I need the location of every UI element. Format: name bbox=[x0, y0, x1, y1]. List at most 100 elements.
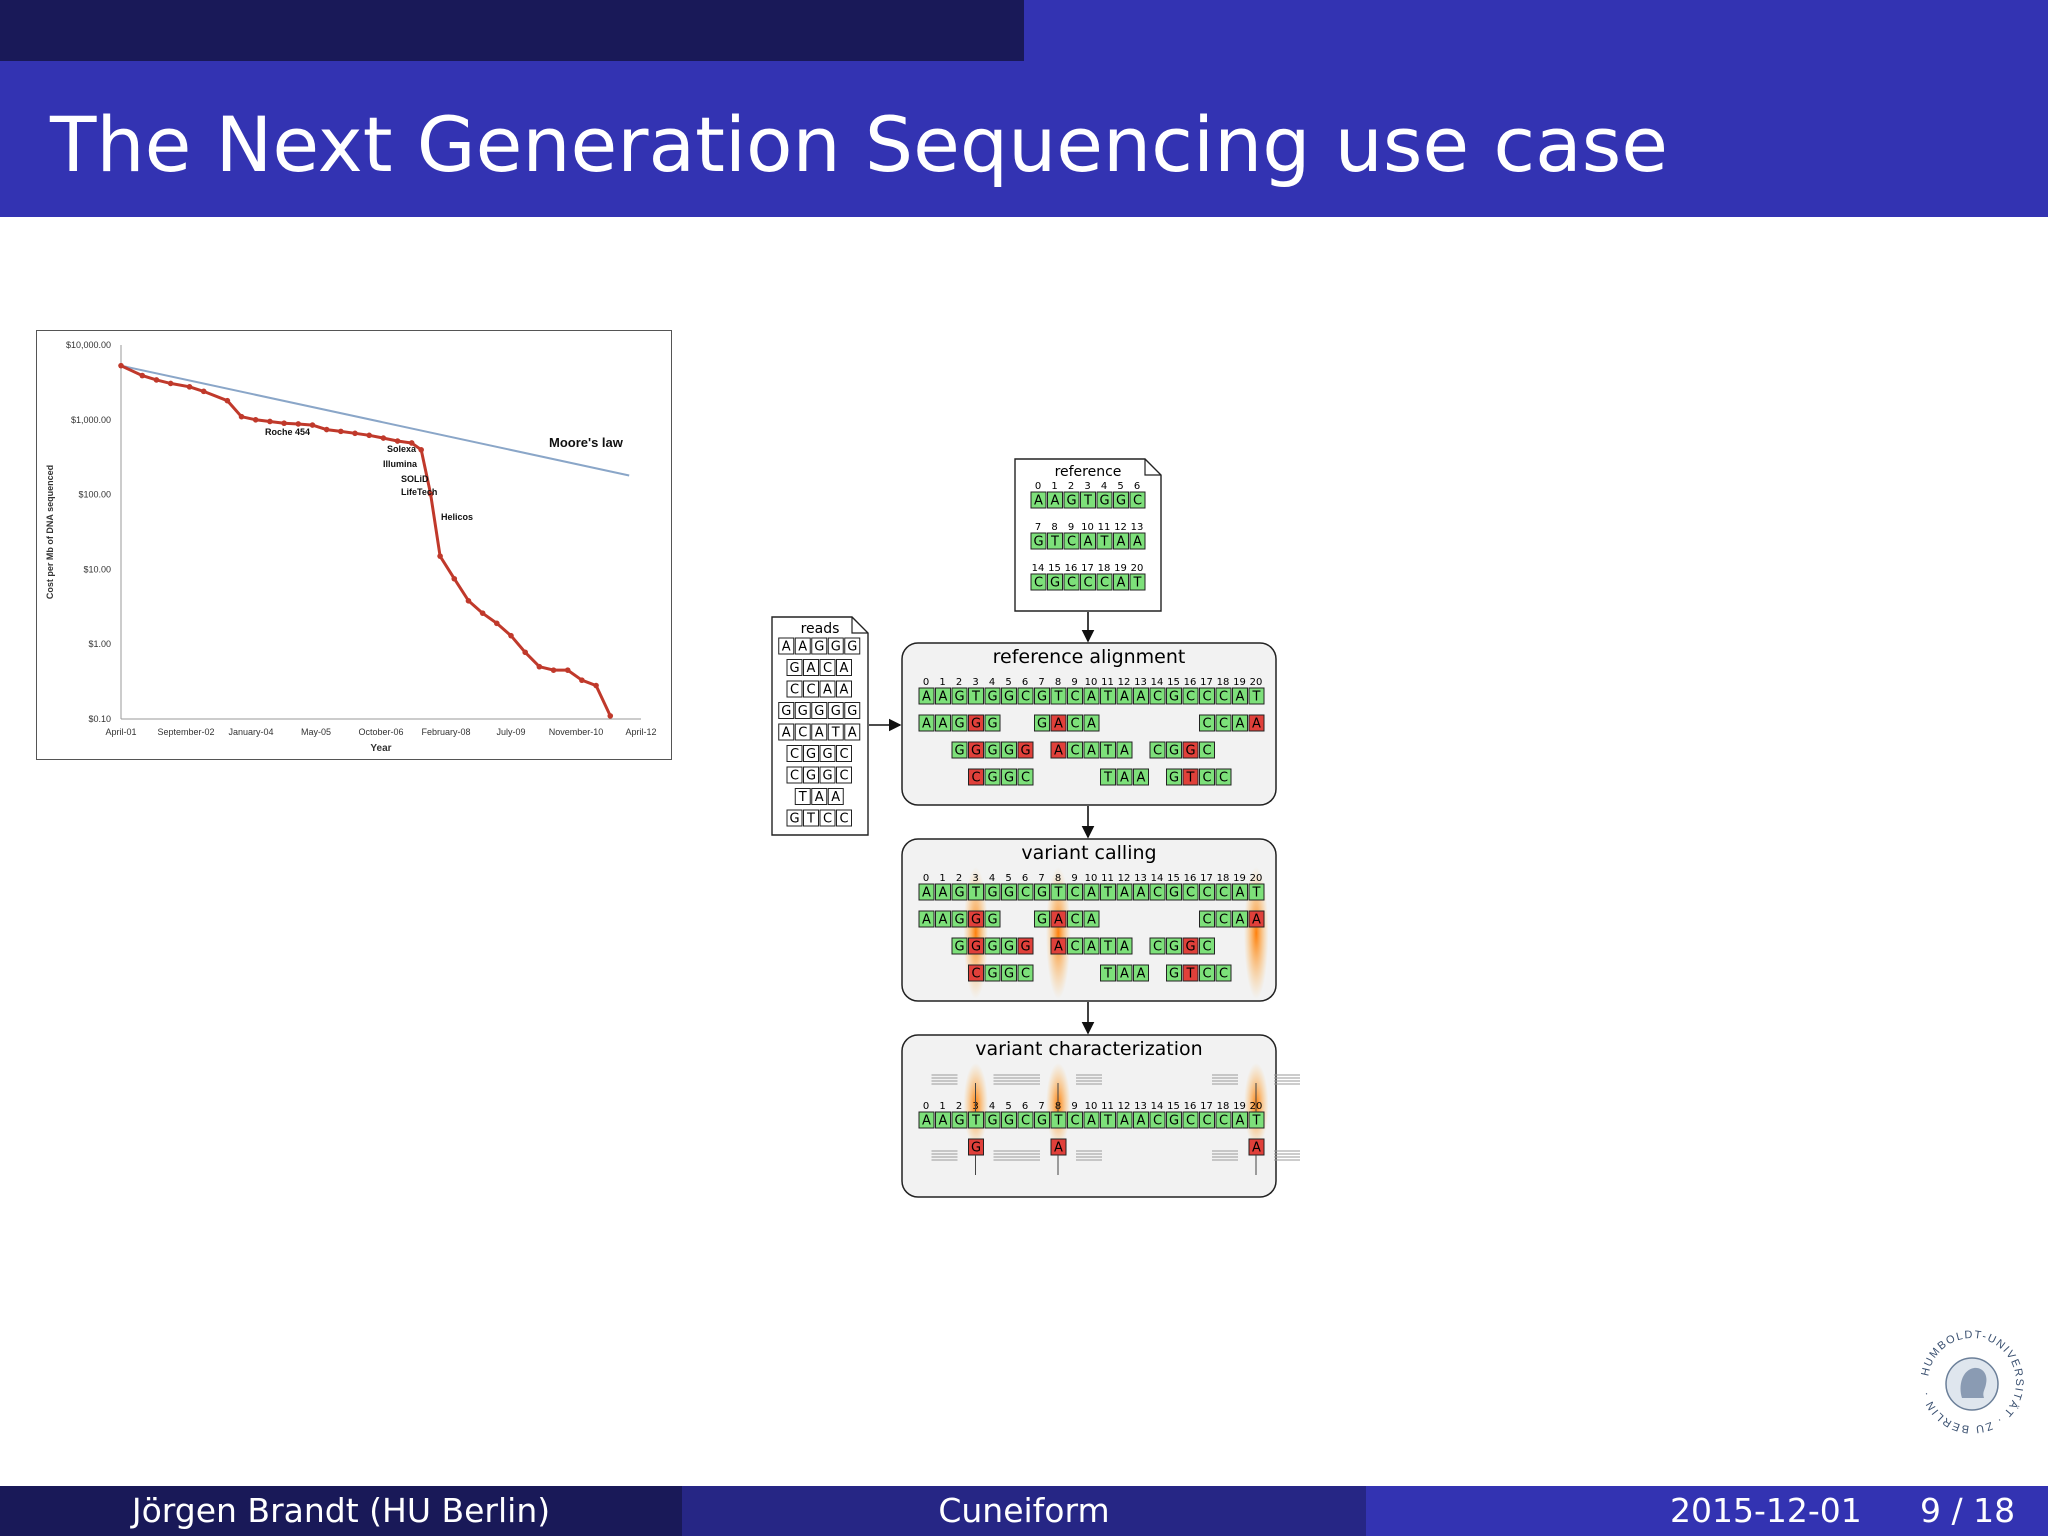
aligned-reference-base-box bbox=[935, 687, 951, 705]
aligned-read-base-letter: A bbox=[1120, 771, 1129, 786]
position-index: 6 bbox=[1022, 1101, 1028, 1112]
reference-base-box bbox=[1080, 532, 1096, 550]
aligned-reference-base-box bbox=[918, 687, 935, 705]
cost-data-point bbox=[380, 435, 387, 441]
position-index: 19 bbox=[1233, 677, 1246, 688]
reference-base-box bbox=[1047, 532, 1063, 550]
read-base-box bbox=[811, 723, 828, 741]
cost-data-point bbox=[224, 397, 231, 404]
cost-data-point bbox=[323, 426, 330, 433]
read-base-box bbox=[827, 637, 844, 655]
cost-data-point bbox=[252, 417, 259, 423]
position-index: 12 bbox=[1118, 873, 1131, 884]
reference-index: 3 bbox=[1084, 481, 1090, 492]
aligned-read-base-box bbox=[1133, 964, 1149, 982]
position-index: 15 bbox=[1167, 677, 1180, 688]
cost-data-point bbox=[427, 491, 434, 497]
cost-data-point bbox=[352, 430, 358, 437]
read-base-box bbox=[836, 745, 852, 762]
reference-base-box bbox=[1129, 532, 1146, 550]
reference-base-box bbox=[1030, 573, 1047, 591]
aligned-read-base-letter: G bbox=[954, 940, 964, 955]
footer-right: 2015-12-01 9 / 18 bbox=[1366, 1486, 2048, 1536]
footer-date: 2015-12-01 bbox=[1670, 1491, 1862, 1530]
aligned-read-base-letter: A bbox=[1137, 771, 1146, 786]
aligned-read-base-box bbox=[1067, 741, 1083, 759]
position-index: 15 bbox=[1167, 1101, 1180, 1112]
aligned-reference-base-letter: T bbox=[1252, 1114, 1261, 1129]
position-index: 0 bbox=[923, 677, 929, 688]
aligned-reference-base-letter: A bbox=[1236, 1114, 1245, 1129]
position-index: 6 bbox=[1022, 677, 1028, 688]
cost-data-point bbox=[408, 440, 415, 446]
read-base-box bbox=[819, 680, 836, 698]
aligned-read-base-letter: G bbox=[971, 744, 981, 759]
read-base-box bbox=[794, 702, 811, 719]
position-index: 18 bbox=[1217, 873, 1230, 884]
aligned-reference-base-letter: G bbox=[1004, 1114, 1014, 1129]
aligned-reference-base-letter: T bbox=[1103, 690, 1112, 705]
aligned-read-base-letter: T bbox=[1186, 771, 1195, 786]
read-base-box bbox=[778, 637, 795, 655]
chart-y-tick-label: $100.00 bbox=[78, 490, 111, 500]
chart-x-tick-label: April-01 bbox=[105, 727, 136, 737]
aligned-reference-base-box bbox=[918, 1111, 935, 1129]
aligned-reference-base-letter: A bbox=[939, 1114, 948, 1129]
aligned-read-base-letter: C bbox=[1153, 744, 1162, 759]
aligned-reference-base-box bbox=[1001, 883, 1017, 901]
aligned-reference-base-letter: T bbox=[971, 1114, 980, 1129]
position-index: 9 bbox=[1071, 1101, 1077, 1112]
aligned-read-base-box bbox=[1199, 964, 1215, 982]
aligned-read-base-letter: A bbox=[1120, 744, 1129, 759]
reference-base-letter: A bbox=[1133, 535, 1142, 550]
read-base-box bbox=[803, 809, 819, 827]
aligned-read-base-box bbox=[1199, 937, 1215, 955]
read-base-letter: G bbox=[806, 769, 816, 784]
reference-base-letter: G bbox=[1050, 576, 1060, 591]
aligned-reference-base-letter: C bbox=[1153, 886, 1162, 901]
aligned-reference-base-box bbox=[1182, 687, 1199, 705]
read-base-letter: C bbox=[790, 683, 799, 698]
read-base-letter: G bbox=[814, 640, 824, 655]
aligned-read-base-letter: G bbox=[987, 913, 997, 928]
read-base-box bbox=[827, 723, 844, 741]
read-base-box bbox=[836, 809, 852, 827]
reference-base-box bbox=[1063, 573, 1080, 591]
aligned-reference-base-box bbox=[1182, 883, 1199, 901]
read-base-letter: G bbox=[847, 640, 857, 655]
aligned-reference-base-box bbox=[1100, 883, 1116, 901]
panel-characterization-title: variant characterization bbox=[975, 1038, 1202, 1060]
cost-data-point bbox=[295, 421, 302, 427]
aligned-reference-base-letter: C bbox=[1219, 1114, 1228, 1129]
reference-base-letter: C bbox=[1133, 494, 1142, 509]
aligned-reference-base-box bbox=[1232, 883, 1248, 901]
aligned-reference-base-letter: C bbox=[1186, 886, 1195, 901]
reference-base-box bbox=[1030, 491, 1047, 509]
read-base-letter: A bbox=[831, 790, 840, 805]
aligned-read-base-box bbox=[1067, 910, 1083, 928]
reference-index: 19 bbox=[1114, 563, 1127, 574]
aligned-reference-base-box bbox=[1166, 687, 1182, 705]
aligned-reference-base-letter: C bbox=[1219, 886, 1228, 901]
aligned-reference-base-letter: G bbox=[987, 886, 997, 901]
aligned-reference-base-box bbox=[1133, 687, 1149, 705]
read-base-box bbox=[819, 766, 836, 784]
aligned-read-base-box bbox=[1149, 741, 1166, 759]
aligned-read-base-letter: C bbox=[1202, 940, 1211, 955]
aligned-read-base-letter: G bbox=[1004, 967, 1014, 982]
aligned-reference-base-box bbox=[1116, 883, 1133, 901]
aligned-reference-base-box bbox=[1199, 883, 1215, 901]
aligned-read-base-box bbox=[1067, 937, 1083, 955]
aligned-reference-base-letter: G bbox=[1037, 1114, 1047, 1129]
reference-doc-shape-fold bbox=[1144, 459, 1161, 476]
aligned-read-base-box bbox=[1232, 910, 1248, 928]
aligned-read-base-letter: T bbox=[1103, 940, 1112, 955]
chart-x-tick-label: February-08 bbox=[421, 727, 470, 737]
aligned-reference-base-letter: T bbox=[1054, 690, 1063, 705]
reference-index: 17 bbox=[1081, 563, 1094, 574]
aligned-reference-base-box bbox=[1199, 687, 1215, 705]
read-base-box bbox=[778, 723, 795, 741]
cost-data-point bbox=[508, 632, 514, 639]
aligned-read-base-letter: C bbox=[971, 967, 980, 982]
